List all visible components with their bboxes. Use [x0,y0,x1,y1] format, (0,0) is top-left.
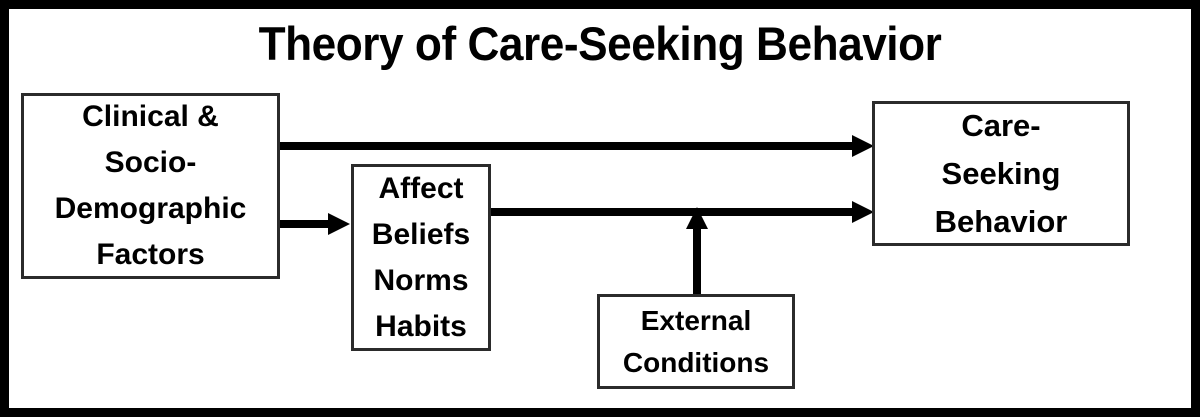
node-care-seeking-behavior: Care- Seeking Behavior [872,101,1130,246]
node-label: Affect Beliefs Norms Habits [371,171,471,343]
node-label: Care- Seeking Behavior [934,107,1068,239]
diagram-title: Theory of Care-Seeking Behavior [258,17,942,70]
node-label: External Conditions [622,304,770,378]
edge-factors-to-affect [278,220,330,228]
arrowhead-right-icon [852,135,874,157]
node-label: Clinical & Socio- Demographic Factors [54,100,247,271]
arrowhead-right-icon [852,201,874,223]
edge-affect-to-behavior [489,208,854,216]
arrowhead-right-icon [328,213,350,235]
edge-factors-to-behavior [278,142,854,150]
arrowhead-up-icon [686,207,708,229]
node-clinical-socio-demographic-factors: Clinical & Socio- Demographic Factors [21,93,280,279]
edge-external-to-affect-behavior-path [693,227,701,297]
node-affect-beliefs-norms-habits: Affect Beliefs Norms Habits [351,164,491,351]
node-external-conditions: External Conditions [597,294,795,389]
